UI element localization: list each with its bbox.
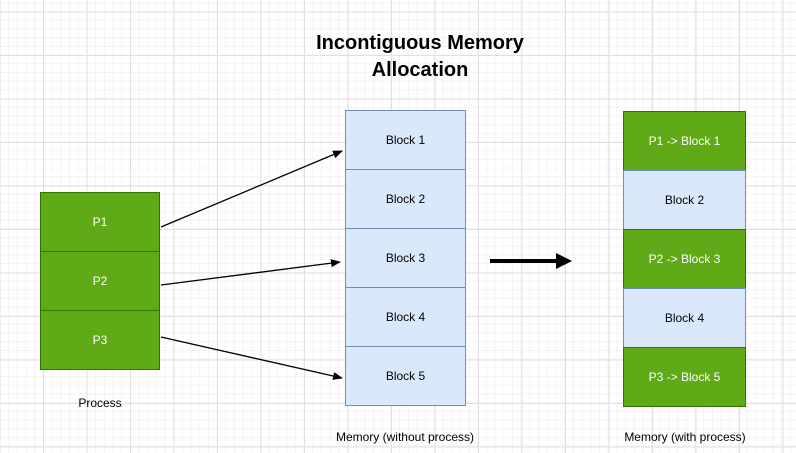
memory-block-4: Block 4 <box>345 287 466 347</box>
allocated-block-label: P1 -> Block 1 <box>648 134 721 148</box>
process-block-p3: P3 <box>40 310 160 370</box>
memory-with-caption: Memory (with process) <box>624 430 746 444</box>
diagram-title: Incontiguous Memory Allocation <box>240 30 600 84</box>
diagram-title-line1: Incontiguous Memory <box>316 32 524 54</box>
free-block-4: Block 4 <box>623 288 746 348</box>
free-block-2: Block 2 <box>623 170 746 230</box>
transition-arrow <box>490 253 572 269</box>
free-block-label: Block 2 <box>664 193 705 207</box>
process-block-label: P3 <box>92 333 108 347</box>
memory-block-1: Block 1 <box>345 110 466 170</box>
allocated-block-label: P2 -> Block 3 <box>648 252 721 266</box>
process-block-p2: P2 <box>40 251 160 311</box>
memory-with-column: P1 -> Block 1 Block 2 P2 -> Block 3 Bloc… <box>623 111 746 407</box>
memory-block-2: Block 2 <box>345 169 466 229</box>
allocated-block-1: P1 -> Block 1 <box>623 111 746 171</box>
diagram-title-line2: Allocation <box>371 59 469 81</box>
memory-block-label: Block 5 <box>385 369 426 383</box>
memory-block-label: Block 2 <box>385 192 426 206</box>
memory-block-label: Block 4 <box>385 310 426 324</box>
process-caption: Process <box>78 396 122 410</box>
process-block-label: P1 <box>92 215 108 229</box>
allocated-block-5: P3 -> Block 5 <box>623 347 746 407</box>
memory-without-column: Block 1 Block 2 Block 3 Block 4 Block 5 <box>345 110 466 406</box>
arrow-p3-to-block5 <box>160 336 343 380</box>
memory-without-caption: Memory (without process) <box>335 430 475 444</box>
process-block-p1: P1 <box>40 192 160 252</box>
allocated-block-label: P3 -> Block 5 <box>648 370 721 384</box>
process-block-label: P2 <box>92 274 108 288</box>
memory-block-label: Block 1 <box>385 133 426 147</box>
arrow-p1-to-block1 <box>160 150 343 228</box>
memory-block-label: Block 3 <box>385 251 426 265</box>
process-stack: P1 P2 P3 <box>40 192 160 370</box>
memory-block-5: Block 5 <box>345 346 466 406</box>
memory-block-3: Block 3 <box>345 228 466 288</box>
free-block-label: Block 4 <box>664 311 705 325</box>
allocated-block-3: P2 -> Block 3 <box>623 229 746 289</box>
arrow-p2-to-block3 <box>160 259 341 286</box>
